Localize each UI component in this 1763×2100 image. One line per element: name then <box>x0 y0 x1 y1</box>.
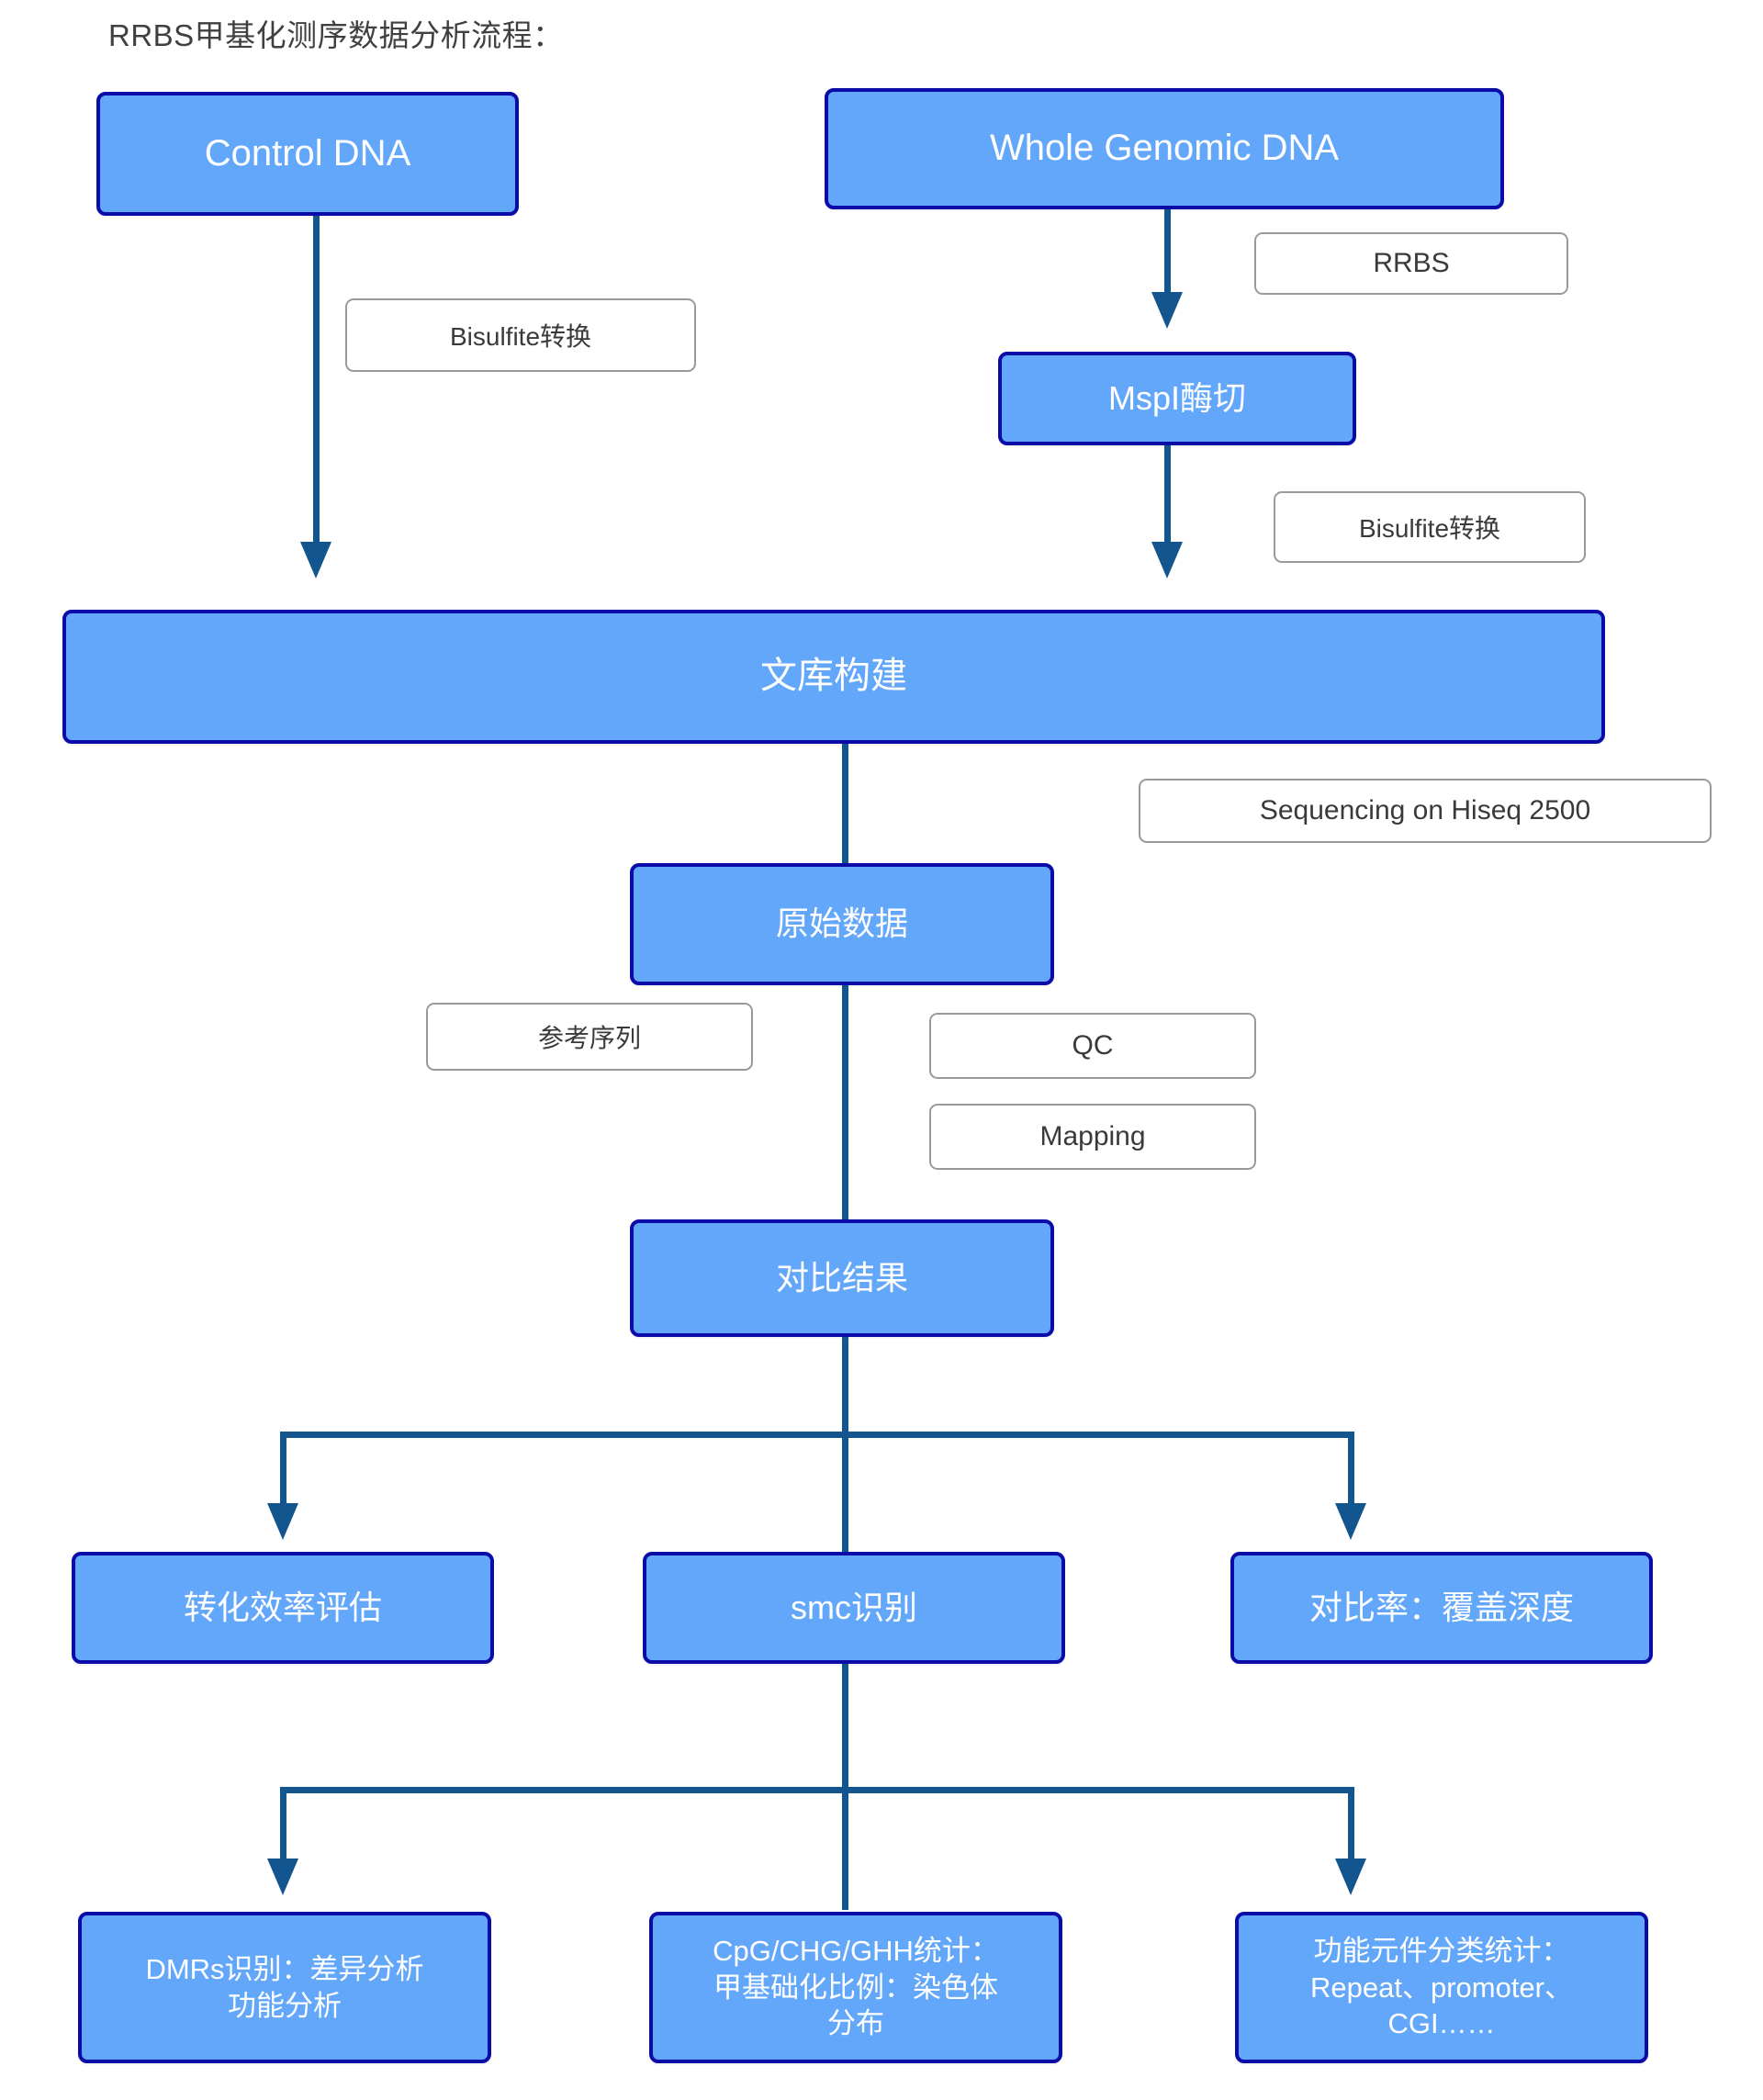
node-alignment-result-label: 对比结果 <box>775 1258 908 1297</box>
node-alignment-result[interactable]: 对比结果 <box>630 1219 1054 1337</box>
connector-rawdata-to-align <box>842 985 848 1219</box>
node-dmrs-line-2: 功能分析 <box>228 1989 342 2022</box>
node-raw-data-label: 原始数据 <box>775 904 908 943</box>
tag-reference-sequence: 参考序列 <box>426 1003 753 1071</box>
node-mapping-rate-depth[interactable]: 对比率：覆盖深度 <box>1230 1552 1653 1664</box>
connector-smc-right-drop <box>1348 1787 1354 1868</box>
node-cpg-statistics[interactable]: CpG/CHG/GHH统计： 甲基础化比例：染色体 分布 <box>649 1912 1062 2063</box>
node-control-dna-label: Control DNA <box>204 132 411 174</box>
tag-bisulfite-right: Bisulfite转换 <box>1274 491 1586 563</box>
arrowhead-align-to-conversion <box>267 1503 298 1540</box>
node-control-dna[interactable]: Control DNA <box>96 92 519 216</box>
node-mspi-label: MspI酶切 <box>1107 378 1246 417</box>
node-mapping-rate-depth-label: 对比率：覆盖深度 <box>1308 1588 1574 1626</box>
node-functional-element-statistics[interactable]: 功能元件分类统计： Repeat、promoter、 CGI…… <box>1235 1912 1648 2063</box>
connector-align-stem <box>842 1337 848 1553</box>
node-dmrs-line-1: DMRs识别：差异分析 <box>145 1952 424 1985</box>
node-conversion-efficiency[interactable]: 转化效率评估 <box>72 1552 494 1664</box>
node-dmrs-identification-label: DMRs识别：差异分析 功能分析 <box>91 1951 478 2024</box>
node-raw-data[interactable]: 原始数据 <box>630 863 1054 985</box>
arrowhead-control-to-library <box>300 542 331 578</box>
connector-library-to-rawdata <box>842 744 848 866</box>
node-library-construction[interactable]: 文库构建 <box>62 610 1605 744</box>
page-title: RRBS甲基化测序数据分析流程： <box>108 18 564 52</box>
connector-smc-left-drop <box>280 1787 286 1868</box>
node-cpg-line-3: 分布 <box>827 2007 884 2040</box>
node-smc-identification-label: smc识别 <box>791 1588 917 1626</box>
node-conversion-efficiency-label: 转化效率评估 <box>183 1588 382 1626</box>
node-functional-line-3: CGI…… <box>1387 2007 1496 2040</box>
tag-reference-sequence-label: 参考序列 <box>537 1024 641 1052</box>
connector-control-to-library <box>313 216 320 560</box>
node-whole-genomic-dna[interactable]: Whole Genomic DNA <box>825 88 1504 209</box>
connector-align-left-drop <box>280 1432 286 1512</box>
node-cpg-line-2: 甲基础化比例：染色体 <box>713 1971 998 2004</box>
connector-align-right-drop <box>1348 1432 1354 1512</box>
arrowhead-smc-to-functional <box>1335 1859 1366 1895</box>
arrowhead-align-to-maprate <box>1335 1503 1366 1540</box>
node-cpg-statistics-label: CpG/CHG/GHH统计： 甲基础化比例：染色体 分布 <box>662 1933 1050 2042</box>
node-library-construction-label: 文库构建 <box>760 656 907 697</box>
node-smc-identification[interactable]: smc识别 <box>643 1552 1065 1664</box>
tag-qc: QC <box>929 1013 1256 1079</box>
tag-mapping: Mapping <box>929 1104 1256 1170</box>
connector-wgdna-to-mspi <box>1164 209 1171 310</box>
node-whole-genomic-dna-label: Whole Genomic DNA <box>989 128 1340 169</box>
tag-sequencing: Sequencing on Hiseq 2500 <box>1139 779 1712 843</box>
node-mspi[interactable]: MspI酶切 <box>998 352 1356 445</box>
arrowhead-wgdna-to-mspi <box>1151 292 1183 329</box>
connector-smc-bus <box>280 1787 1354 1793</box>
tag-rrbs-label: RRBS <box>1373 248 1450 278</box>
tag-qc-label: QC <box>1072 1030 1114 1061</box>
node-dmrs-identification[interactable]: DMRs识别：差异分析 功能分析 <box>78 1912 491 2063</box>
tag-sequencing-label: Sequencing on Hiseq 2500 <box>1259 795 1591 825</box>
arrowhead-smc-to-dmrs <box>267 1859 298 1895</box>
tag-rrbs: RRBS <box>1254 232 1568 295</box>
node-functional-line-1: 功能元件分类统计： <box>1313 1934 1570 1967</box>
connector-mspi-to-library <box>1164 445 1171 560</box>
tag-bisulfite-left-label: Bisulfite转换 <box>449 322 592 351</box>
node-cpg-line-1: CpG/CHG/GHH统计： <box>713 1934 999 1967</box>
node-functional-line-2: Repeat、promoter、 <box>1309 1971 1573 2004</box>
tag-bisulfite-right-label: Bisulfite转换 <box>1358 514 1501 543</box>
node-functional-element-statistics-label: 功能元件分类统计： Repeat、promoter、 CGI…… <box>1248 1933 1635 2042</box>
connector-align-bus <box>280 1432 1354 1438</box>
tag-bisulfite-left: Bisulfite转换 <box>345 298 696 372</box>
tag-mapping-label: Mapping <box>1039 1121 1146 1151</box>
arrowhead-mspi-to-library <box>1151 542 1183 578</box>
